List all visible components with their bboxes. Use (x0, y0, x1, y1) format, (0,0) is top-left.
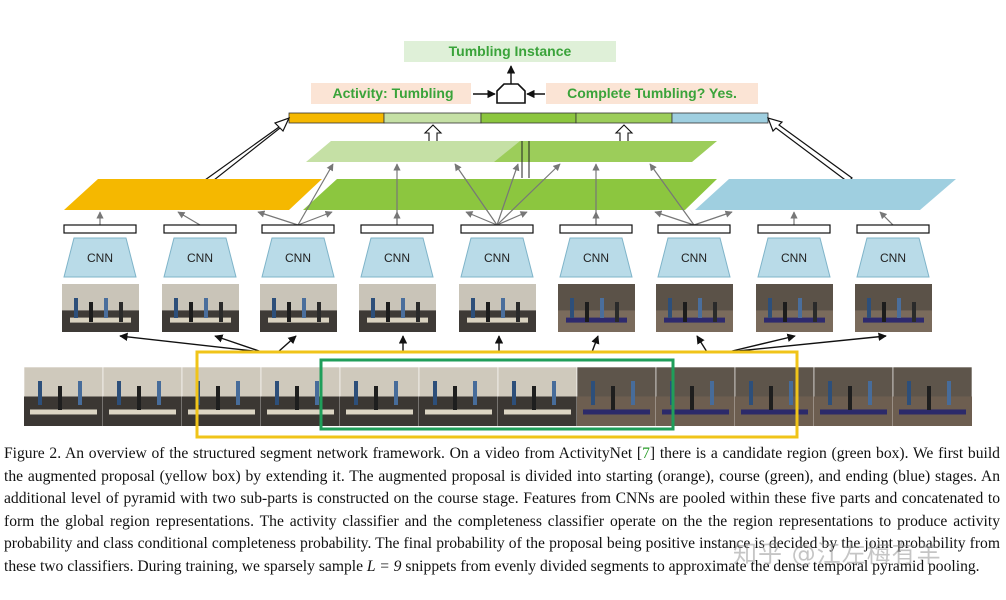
course-stage (303, 179, 717, 210)
pooling-arrows (96, 163, 894, 226)
video-frame (181, 366, 262, 427)
caption-math: L = 9 (366, 557, 402, 575)
cnn-label: CNN (781, 251, 807, 265)
video-frame (813, 366, 894, 427)
ssn-framework-diagram: Tumbling Instance Activity: Tumbling Com… (23, 41, 973, 439)
course-subpart-1 (306, 141, 522, 162)
activity-label: Activity: Tumbling (332, 85, 453, 101)
cnn-label: CNN (880, 251, 906, 265)
snippet-frame (459, 284, 536, 332)
cnn-trapezoid (757, 237, 831, 278)
feature-box (657, 224, 731, 234)
figure-caption: Figure 2. An overview of the structured … (4, 443, 1000, 579)
cnn-label: CNN (484, 251, 510, 265)
cnn-column: CNN (359, 224, 436, 332)
feature-box (460, 224, 534, 234)
cnn-trapezoid (657, 237, 731, 278)
feature-box (559, 224, 633, 234)
candidate-region-box (319, 358, 675, 431)
cnn-label: CNN (187, 251, 213, 265)
complete-label: Complete Tumbling? Yes. (567, 85, 737, 101)
feature-box (63, 224, 137, 234)
hollow-arrow-left (204, 116, 291, 185)
snippet-frame (260, 284, 337, 332)
cnn-trapezoid (460, 237, 534, 278)
video-frame (497, 366, 578, 427)
video-frame (892, 366, 973, 427)
feature-box (757, 224, 831, 234)
video-frame (102, 366, 183, 427)
feature-box (856, 224, 930, 234)
snippet-frame (855, 284, 932, 332)
cnn-column: CNN (756, 224, 833, 332)
cnn-trapezoid (63, 237, 137, 278)
caption-prefix: Figure 2. An overview of the structured … (4, 445, 643, 462)
cnn-label: CNN (681, 251, 707, 265)
cnn-column: CNN (459, 224, 536, 332)
cnn-trapezoid (360, 237, 434, 278)
complete-label-box (546, 83, 758, 104)
cnn-label: CNN (384, 251, 410, 265)
cnn-trapezoid (163, 237, 237, 278)
top-instance-label: Tumbling Instance (449, 43, 572, 59)
joint-combiner-shape (496, 83, 526, 104)
snippet-frame (558, 284, 635, 332)
cnn-column: CNN (656, 224, 733, 332)
video-frame (260, 366, 341, 427)
caption-middle: ] there is a candidate region (green box… (4, 445, 1000, 575)
snippet-frame (62, 284, 139, 332)
top-instance-box (404, 41, 616, 62)
sampling-arrows (119, 332, 887, 353)
hollow-arrow-mid-right (614, 124, 634, 143)
cnn-label: CNN (87, 251, 113, 265)
augmented-proposal-box (195, 350, 799, 439)
video-frame (418, 366, 499, 427)
cnn-label: CNN (285, 251, 311, 265)
activity-label-box (311, 83, 471, 104)
caption-suffix: snippets from evenly divided segments to… (401, 557, 980, 575)
snippet-frame (656, 284, 733, 332)
hollow-arrow-right (767, 117, 853, 183)
video-frame (576, 366, 657, 427)
cnn-column: CNN (260, 224, 337, 332)
snippet-frame (162, 284, 239, 332)
cnn-label: CNN (583, 251, 609, 265)
global-representation-bar (288, 112, 769, 124)
cnn-trapezoid (559, 237, 633, 278)
cnn-column: CNN (162, 224, 239, 332)
snippet-frame (756, 284, 833, 332)
feature-box (360, 224, 434, 234)
video-frame (655, 366, 736, 427)
cnn-trapezoid (261, 237, 335, 278)
citation-link[interactable]: 7 (642, 445, 650, 462)
course-subpart-2 (494, 141, 717, 162)
watermark: 知乎 @江左梅有羊 (733, 540, 942, 568)
hollow-arrow-mid-left (423, 124, 443, 143)
ending-stage (695, 179, 956, 210)
cnn-column: CNN (558, 224, 635, 332)
snippet-frame (359, 284, 436, 332)
video-frame (734, 366, 815, 427)
cnn-column: CNN (855, 224, 932, 332)
cnn-trapezoid (856, 237, 930, 278)
video-frame (339, 366, 420, 427)
feature-box (261, 224, 335, 234)
cnn-column: CNN (62, 224, 139, 332)
starting-stage (64, 179, 322, 210)
video-frame (23, 366, 104, 427)
feature-box (163, 224, 237, 234)
